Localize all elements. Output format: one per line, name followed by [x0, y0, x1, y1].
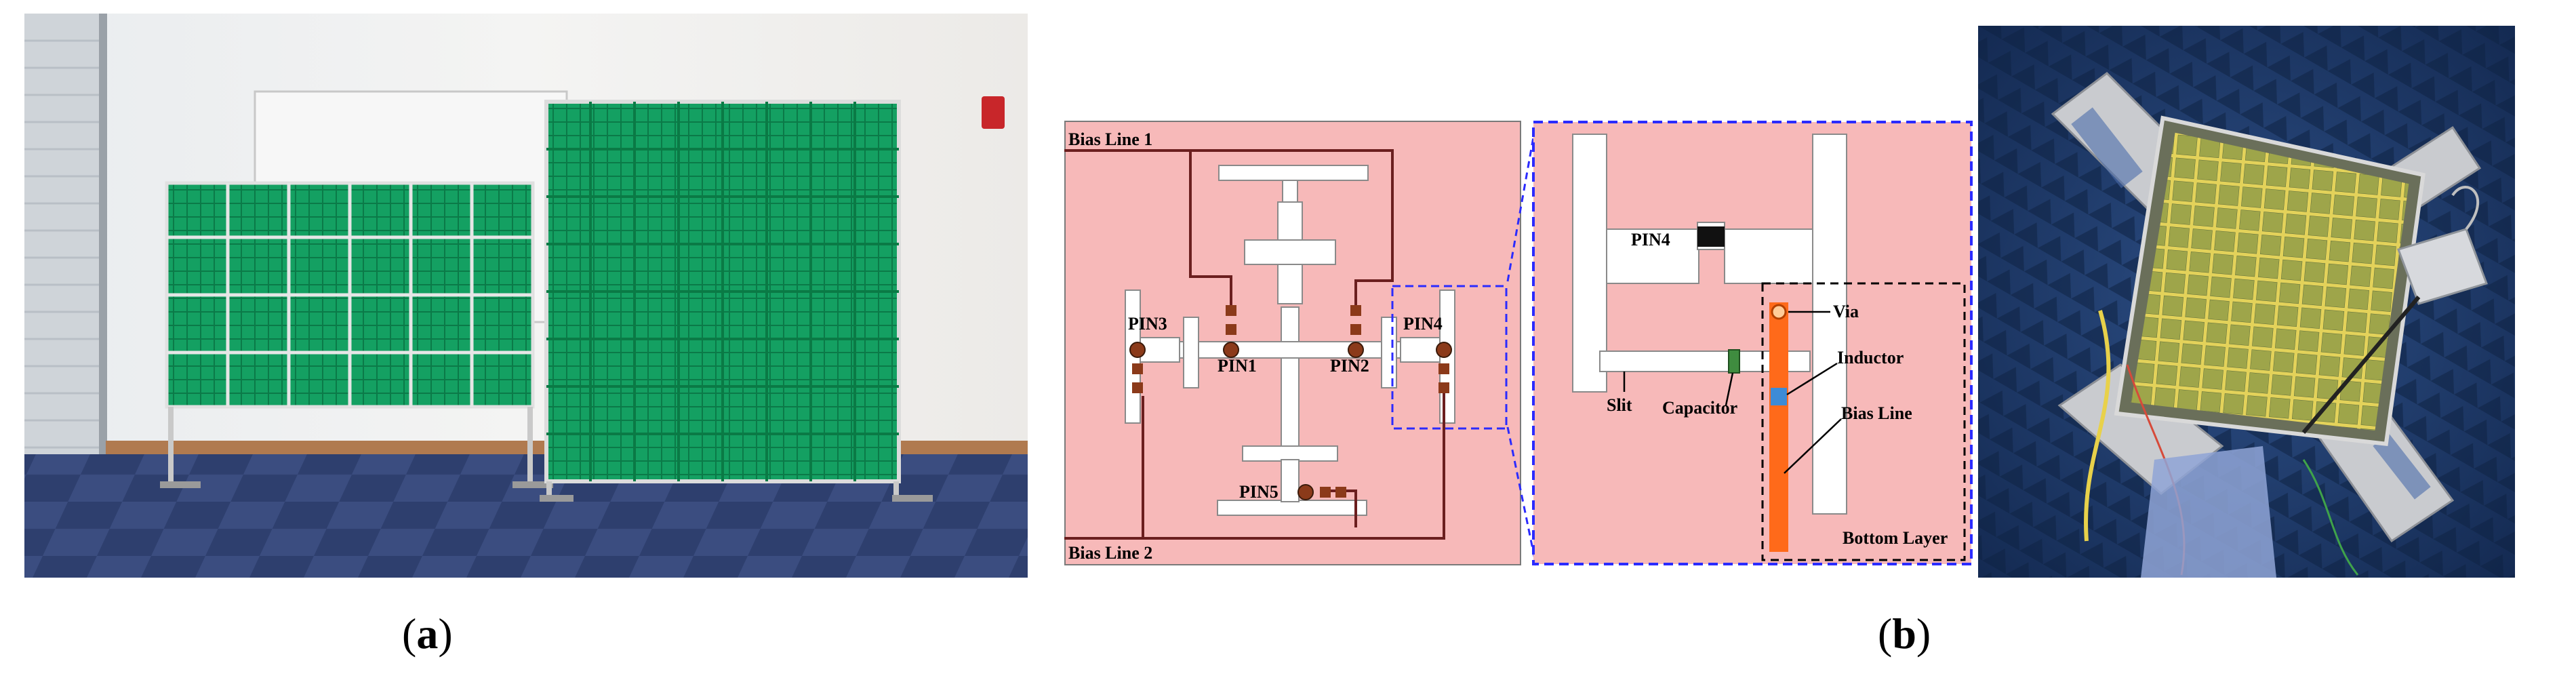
photo-anechoic-chamber — [1978, 26, 2515, 578]
metasurface-board — [2114, 115, 2426, 446]
subfigure-label-a: (a) — [402, 609, 453, 658]
small-panel-rack — [160, 181, 553, 488]
feed-horn — [2301, 186, 2488, 434]
bottom-bias-line — [1769, 302, 1788, 552]
bias-line-label: Bias Line — [1841, 403, 1912, 423]
capacitor-label: Capacitor — [1662, 398, 1737, 418]
via — [1771, 304, 1787, 320]
capacitor — [1728, 349, 1740, 374]
photo-metasurface-panels — [24, 14, 1028, 578]
pin3-label: PIN3 — [1128, 314, 1167, 334]
zoom-connector-lines — [1506, 121, 1537, 566]
pin4-label: PIN4 — [1403, 314, 1443, 334]
zoom-detail-panel: PIN4 Slit Capacitor Via Inductor Bias Li… — [1532, 121, 1973, 565]
subfigure-label-b: (b) — [1878, 609, 1931, 658]
bias-line-2-label: Bias Line 2 — [1068, 543, 1152, 563]
bottom-layer-label: Bottom Layer — [1843, 528, 1948, 548]
pin4-diode — [1697, 226, 1725, 247]
via-label: Via — [1833, 302, 1859, 321]
zoom-pin4-label: PIN4 — [1631, 230, 1670, 249]
slit-label: Slit — [1607, 395, 1632, 415]
unit-cell-schematic: Bias Line 1 Bias Line 2 PIN1 PIN2 PIN3 P… — [1064, 121, 1521, 565]
large-panel-rack — [540, 100, 933, 502]
pin5-label: PIN5 — [1239, 482, 1279, 502]
inductor — [1771, 388, 1787, 405]
pin1-label: PIN1 — [1217, 356, 1257, 376]
bias-line-1-label: Bias Line 1 — [1068, 129, 1152, 149]
pin-diodes — [1129, 305, 1452, 500]
pin2-label: PIN2 — [1330, 356, 1369, 376]
bottom-layer-box — [1761, 282, 1966, 561]
inductor-label: Inductor — [1837, 348, 1904, 367]
zoom-region-box — [1391, 285, 1508, 430]
